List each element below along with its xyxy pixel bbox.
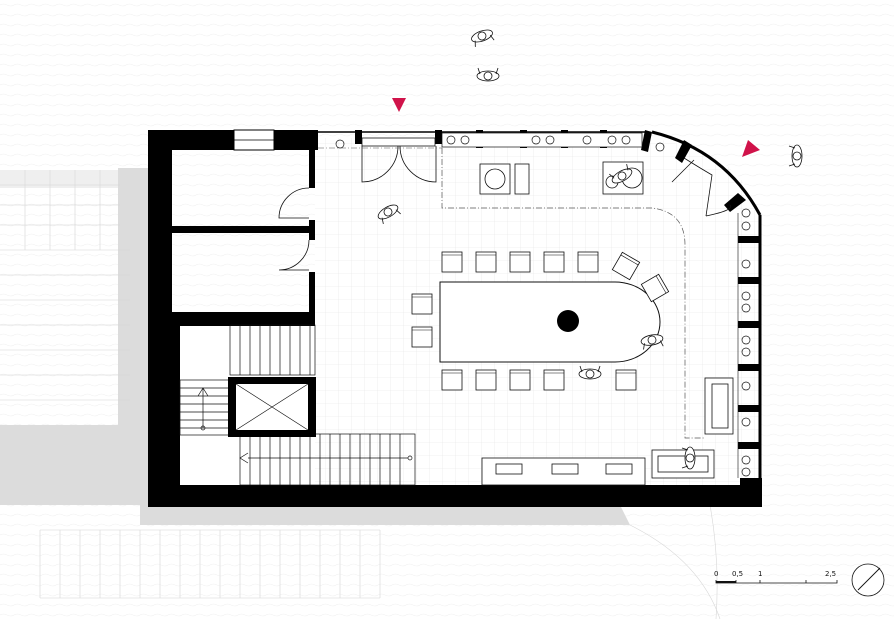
window-shelves — [335, 132, 751, 478]
scale-bar: 0 0,5 1 2,5 — [714, 570, 838, 584]
triangle-marker-icon — [392, 98, 760, 157]
scale-tick-max: 2,5 — [825, 570, 836, 578]
scale-tick-0: 0 — [714, 570, 718, 578]
scale-tick-half: 0,5 — [732, 570, 743, 578]
room-doors — [278, 187, 310, 271]
furniture — [481, 377, 734, 486]
interior-walls — [172, 150, 315, 485]
north-arrow-icon — [851, 563, 885, 597]
side-door[interactable] — [671, 157, 732, 217]
exterior-walls — [148, 130, 762, 507]
lift-shaft — [228, 377, 316, 437]
column-icon — [557, 310, 579, 332]
display-items — [479, 161, 644, 195]
context-buildings — [0, 168, 721, 619]
entrance-door[interactable] — [361, 137, 437, 183]
bar-counter — [439, 281, 661, 363]
staircase — [179, 324, 416, 486]
scale-tick-1: 1 — [758, 570, 762, 578]
counter-zone-outline — [441, 148, 705, 439]
curved-facade — [651, 130, 762, 216]
